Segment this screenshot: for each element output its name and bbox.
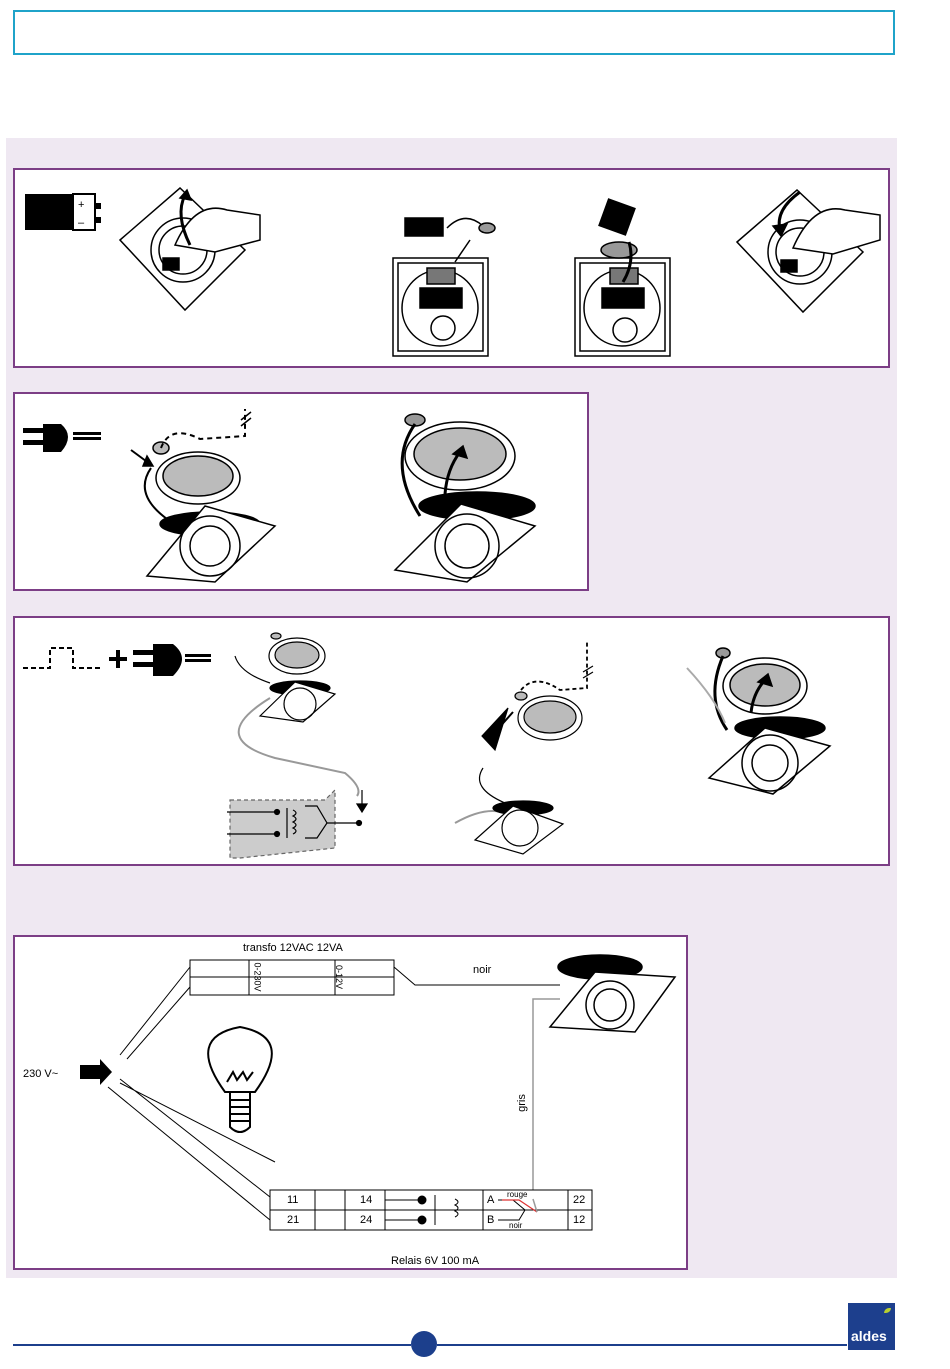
footer-line-right xyxy=(437,1344,847,1346)
svg-text:+: + xyxy=(78,199,84,211)
battery-illustrations: + – xyxy=(15,170,892,370)
wire-noir-small-label: noir xyxy=(509,1221,522,1230)
supply-label: 230 V~ xyxy=(23,1068,58,1080)
step-connect-cable xyxy=(131,409,275,582)
header-box xyxy=(13,10,895,55)
bulb-icon xyxy=(208,1027,272,1132)
control-illustrations xyxy=(15,618,892,868)
mains-panel xyxy=(13,392,589,591)
relay-terminal-14: 14 xyxy=(360,1194,372,1206)
logo-text: aldes xyxy=(851,1328,887,1344)
plus-icon xyxy=(109,650,127,668)
supply-arrow xyxy=(80,1059,112,1085)
wire-rouge-label: rouge xyxy=(507,1190,527,1199)
battery-icon: + – xyxy=(25,194,101,230)
aldes-logo: aldes xyxy=(848,1303,895,1350)
battery-panel: + – xyxy=(13,168,890,368)
transformer-in-label: 0-230V xyxy=(253,962,263,991)
step-connect-signal xyxy=(455,640,593,854)
relay-terminal-12: 12 xyxy=(573,1214,585,1226)
svg-text:–: – xyxy=(78,217,85,229)
step-close-cover xyxy=(737,190,880,312)
plug-icon xyxy=(133,644,211,676)
wire-gris-label: gris xyxy=(516,1094,528,1112)
footer-line-left xyxy=(13,1344,411,1346)
relay-terminal-22: 22 xyxy=(573,1194,585,1206)
wire-noir-label: noir xyxy=(473,964,491,976)
relay-terminal-11: 11 xyxy=(287,1194,298,1206)
step-open-cover xyxy=(120,188,260,310)
leaf-icon xyxy=(884,1308,891,1313)
page-marker xyxy=(411,1331,437,1357)
pulse-signal-icon xyxy=(23,648,103,668)
wiring-panel: transfo 12VAC 12VA 0-230V 0-12V noir gri… xyxy=(13,935,688,1270)
mains-illustrations xyxy=(15,394,591,593)
step-insert-battery xyxy=(575,199,670,356)
relay-terminal-21: 21 xyxy=(287,1214,299,1226)
step-connect-battery xyxy=(393,218,495,356)
control-panel xyxy=(13,616,890,866)
wiring-diagram xyxy=(15,937,690,1272)
step-final-mount xyxy=(687,648,830,794)
relay-terminal-a: A xyxy=(487,1194,494,1206)
plug-icon xyxy=(23,424,101,452)
transformer-out-label: 0-12V xyxy=(334,965,344,989)
relay-label: Relais 6V 100 mA xyxy=(391,1255,479,1267)
step-wire-relay xyxy=(227,633,367,858)
transformer-label: transfo 12VAC 12VA xyxy=(243,942,343,954)
relay-terminal-24: 24 xyxy=(360,1214,372,1226)
fan-unit xyxy=(550,955,675,1032)
step-fit-unit xyxy=(395,414,535,582)
relay-terminal-b: B xyxy=(487,1214,494,1226)
